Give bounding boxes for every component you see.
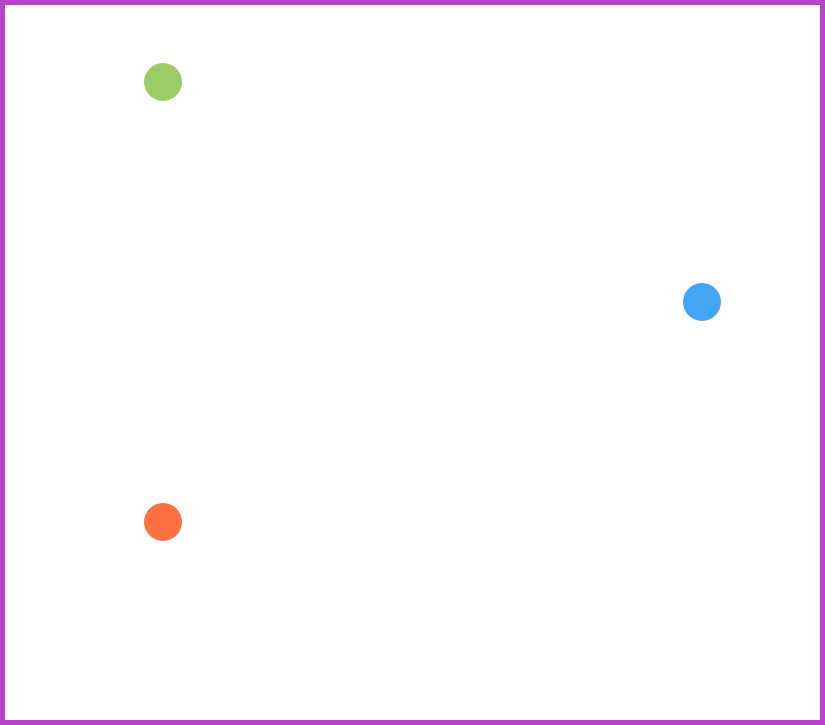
green-dot[interactable] (144, 63, 182, 101)
blue-dot[interactable] (683, 283, 721, 321)
orange-dot[interactable] (144, 503, 182, 541)
